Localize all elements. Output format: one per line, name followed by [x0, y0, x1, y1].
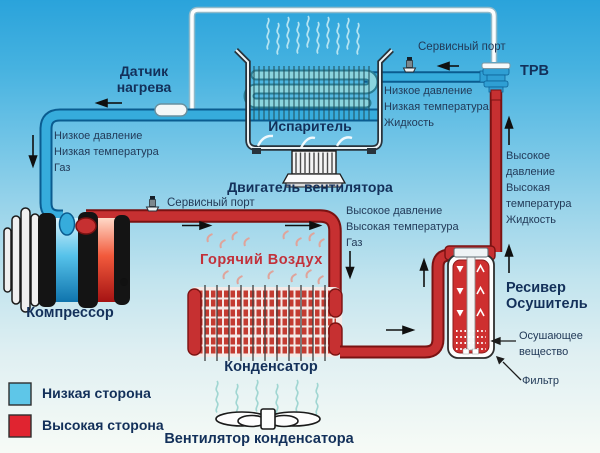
- flow-arrow-liquid: [386, 257, 429, 335]
- desiccant-granules: [456, 330, 486, 350]
- discharge-pipe: [86, 209, 342, 294]
- condenser-label: Конденсатор: [224, 359, 318, 375]
- desiccant-leader: [490, 336, 516, 346]
- service-port-low-label: Сервисный порт: [167, 197, 255, 209]
- flow-arrow-suction: [28, 61, 459, 169]
- receiver-flow-arrows: [456, 266, 464, 317]
- compressor-label: Компрессор: [26, 305, 114, 321]
- service-port-high-icon: [403, 56, 416, 73]
- heat-sensor-label: Датчик нагрева: [116, 63, 172, 95]
- receiver-drier-label: Ресивер Осушитель: [506, 280, 588, 313]
- condenser-fins: [204, 285, 326, 361]
- heat-sensor-bulb: [154, 103, 188, 117]
- cool-air-waves-icon: [266, 15, 360, 56]
- high-pressure-liquid-label: Высокое давление Высокая температура Жид…: [506, 150, 572, 226]
- liquid-line-pipe: [340, 248, 458, 359]
- low-pressure-liquid-label: Низкое давление Низкая температура Жидко…: [384, 85, 489, 129]
- condenser-fan-label: Вентилятор конденсатора: [164, 431, 354, 447]
- capillary-tube: [188, 6, 498, 110]
- legend-low-side-swatch: [8, 382, 32, 406]
- condenser-coil: [187, 285, 343, 361]
- legend-high-side-swatch: [8, 414, 32, 438]
- hot-air-label: Горячий Воздух: [200, 252, 323, 268]
- service-port-low-icon: [146, 195, 159, 212]
- compressor-inlet: [58, 212, 76, 236]
- compressor-outlet: [75, 217, 97, 235]
- compressor-shape: [3, 207, 130, 313]
- evaporator-coil: [245, 71, 377, 107]
- low-pressure-gas-label: Низкое давление Низкая температура Газ: [54, 130, 159, 174]
- legend-high-side-label: Высокая сторона: [42, 417, 164, 433]
- evaporator-label: Испаритель: [268, 118, 352, 134]
- fan-motor-label: Двигатель вентилятора: [227, 179, 393, 195]
- flow-arrow-high-liquid: [504, 115, 514, 273]
- filter-label: Фильтр: [522, 375, 559, 387]
- trv-label: ТРВ: [520, 63, 549, 79]
- condenser-fan-shape: [215, 408, 321, 430]
- receiver-drier-vessel: [444, 245, 496, 359]
- flow-arrow-discharge: [182, 220, 355, 280]
- evaporator-fins: [253, 66, 370, 120]
- service-port-high-label: Сервисный порт: [418, 41, 506, 53]
- air-swirls-icon: [256, 134, 353, 149]
- desiccant-label: Осушающее вещество: [519, 330, 583, 358]
- trv-valve: [479, 62, 511, 101]
- high-pressure-gas-label: Высокое давление Высокая температура Газ: [346, 205, 459, 249]
- legend-low-side-label: Низкая сторона: [42, 385, 151, 401]
- filter-leader: [495, 356, 522, 381]
- fan-motor-shape: [281, 150, 347, 188]
- evaporator-assembly: [234, 48, 394, 188]
